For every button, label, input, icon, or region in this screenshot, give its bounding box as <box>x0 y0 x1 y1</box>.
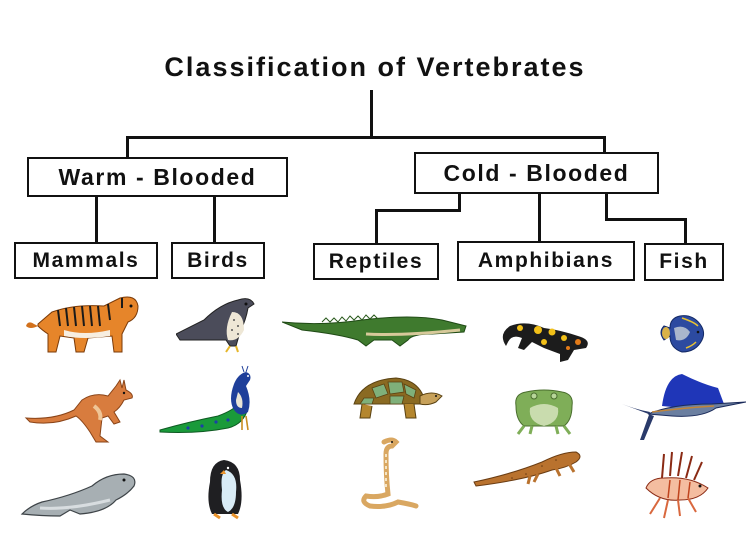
lionfish-icon <box>640 450 720 520</box>
falcon-icon <box>176 290 258 356</box>
warm-blooded-label: Warm - Blooded <box>58 163 257 190</box>
amphibians-label: Amphibians <box>477 249 615 272</box>
connector-cold-amphibians <box>538 192 541 242</box>
connector-cold-reptiles-h <box>375 209 461 212</box>
connector-root-vertical <box>370 90 373 138</box>
tortoise-icon <box>348 374 444 426</box>
seal-icon <box>20 466 138 518</box>
fish-box: Fish <box>644 243 724 281</box>
connector-cold-reptiles-v2 <box>375 209 378 245</box>
tiger-icon <box>24 286 142 356</box>
connector-to-warm <box>126 136 129 158</box>
warm-blooded-box: Warm - Blooded <box>27 157 288 197</box>
cold-blooded-box: Cold - Blooded <box>414 152 659 194</box>
reptiles-box: Reptiles <box>313 243 439 280</box>
connector-cold-reptiles-v1 <box>458 192 461 211</box>
penguin-icon <box>204 458 246 520</box>
cold-blooded-label: Cold - Blooded <box>443 159 630 186</box>
birds-label: Birds <box>187 248 249 272</box>
crocodile-icon <box>282 312 468 348</box>
mammals-label: Mammals <box>32 248 140 272</box>
mammals-box: Mammals <box>14 242 158 279</box>
fire-salamander-icon <box>498 318 592 372</box>
kangaroo-icon <box>24 376 134 444</box>
reptiles-label: Reptiles <box>328 249 424 273</box>
connector-cold-fish-h <box>605 218 687 221</box>
connector-cold-fish-v1 <box>605 192 608 220</box>
connector-root-horizontal <box>126 136 606 139</box>
fish-label: Fish <box>659 250 709 273</box>
connector-cold-fish-v2 <box>684 218 687 245</box>
connector-warm-birds <box>213 195 216 243</box>
connector-warm-mammals <box>95 195 98 243</box>
connector-to-cold <box>603 136 606 153</box>
peacock-icon <box>158 364 262 436</box>
newt-icon <box>472 448 582 498</box>
sailfish-icon <box>622 370 746 444</box>
birds-box: Birds <box>171 242 265 279</box>
snake-icon <box>358 436 420 510</box>
amphibians-box: Amphibians <box>457 241 635 281</box>
frog-icon <box>512 386 576 438</box>
angelfish-icon <box>656 312 708 356</box>
diagram-title: Classification of Vertebrates <box>164 52 586 82</box>
